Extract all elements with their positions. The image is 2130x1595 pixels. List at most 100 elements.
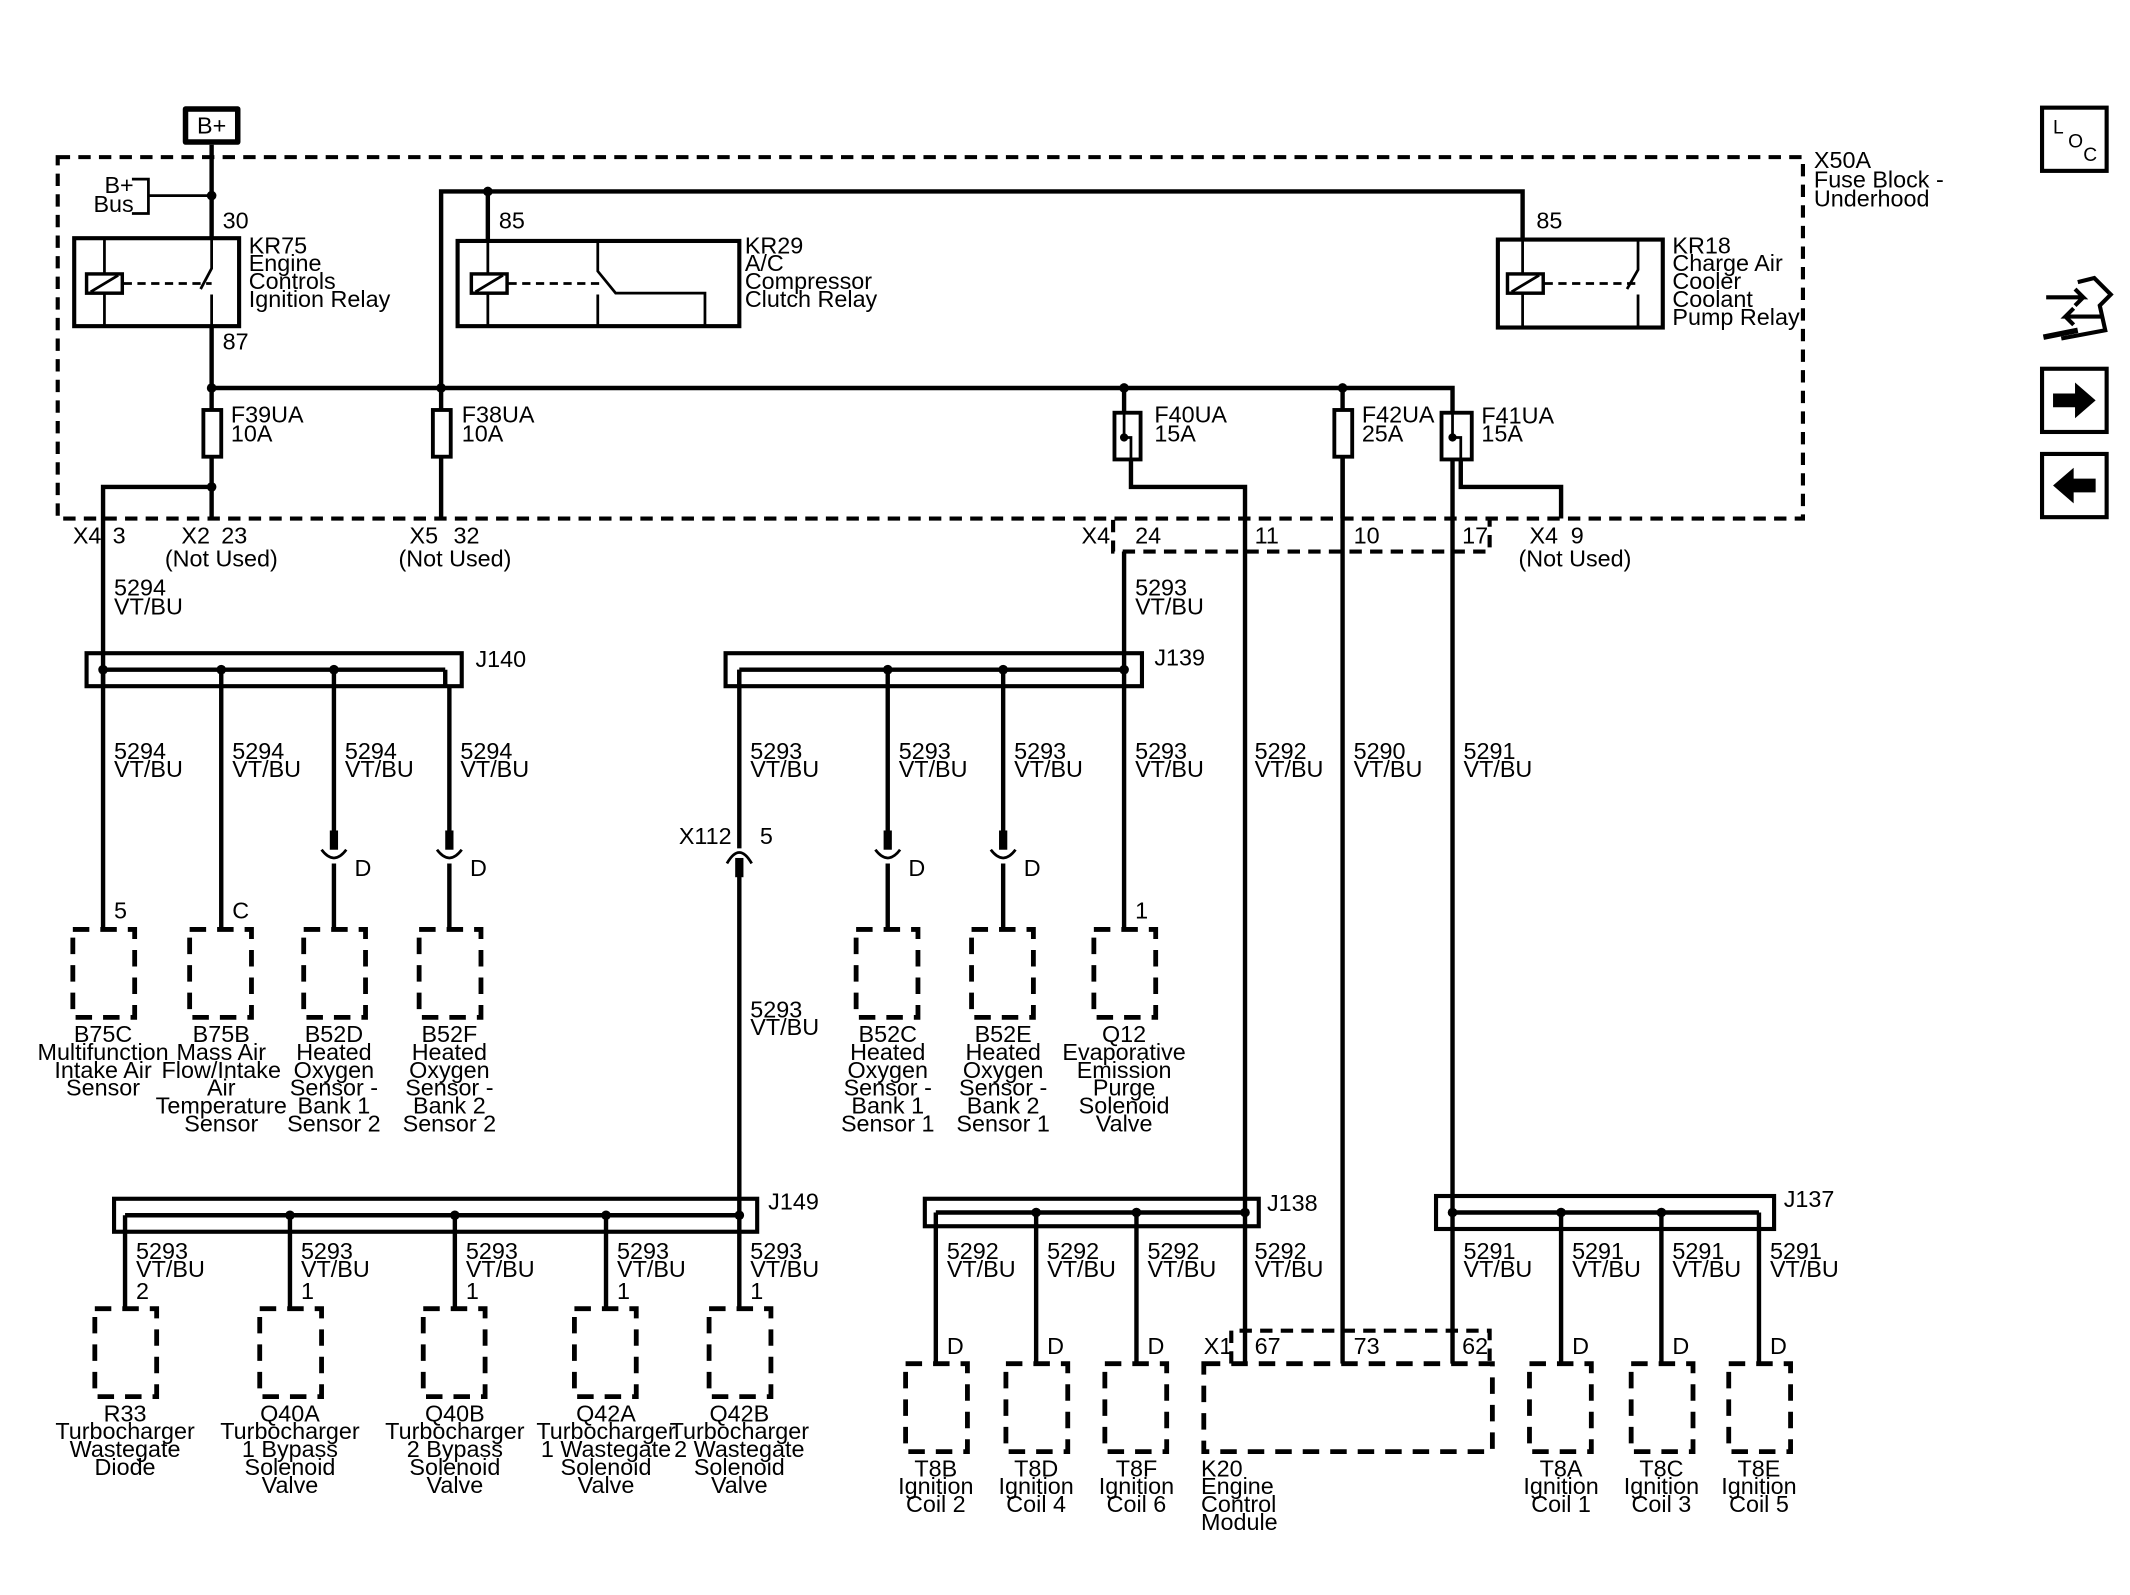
- component-t8f: [1102, 1361, 1170, 1455]
- svg-text:D: D: [1024, 855, 1041, 881]
- svg-text:D: D: [1147, 1333, 1164, 1359]
- svg-text:1 Bypass: 1 Bypass: [242, 1436, 338, 1462]
- svg-text:3: 3: [113, 522, 126, 548]
- svg-text:Bank 1: Bank 1: [851, 1093, 924, 1119]
- svg-text:Turbocharger: Turbocharger: [536, 1418, 676, 1444]
- component-b52e: [969, 927, 1036, 1020]
- svg-text:Controls: Controls: [249, 268, 336, 294]
- svg-text:Q40A: Q40A: [260, 1400, 320, 1426]
- component-t8b: [903, 1361, 970, 1455]
- svg-text:Solenoid: Solenoid: [1079, 1093, 1170, 1119]
- svg-text:24: 24: [1135, 522, 1161, 548]
- svg-text:Coil 6: Coil 6: [1107, 1491, 1167, 1517]
- svg-text:Turbocharger: Turbocharger: [220, 1418, 360, 1444]
- svg-text:5291: 5291: [1770, 1238, 1822, 1264]
- svg-text:Solenoid: Solenoid: [694, 1454, 785, 1480]
- svg-text:Solenoid: Solenoid: [561, 1454, 652, 1480]
- next-page-button[interactable]: [2039, 366, 2109, 435]
- svg-text:Pump Relay: Pump Relay: [1672, 304, 1800, 330]
- svg-text:Flow/Intake: Flow/Intake: [162, 1057, 281, 1083]
- component-q40b: [420, 1306, 488, 1400]
- svg-text:Oxygen: Oxygen: [294, 1057, 375, 1083]
- svg-text:9: 9: [1571, 522, 1584, 548]
- svg-text:Mass Air: Mass Air: [176, 1039, 266, 1065]
- svg-text:X112: X112: [679, 823, 732, 849]
- svg-text:J138: J138: [1267, 1190, 1318, 1216]
- svg-text:Coil 3: Coil 3: [1632, 1491, 1692, 1517]
- svg-text:Sensor -: Sensor -: [290, 1075, 378, 1101]
- svg-text:F39UA: F39UA: [231, 401, 304, 427]
- svg-text:KR75: KR75: [249, 232, 307, 258]
- svg-text:Sensor 2: Sensor 2: [403, 1110, 496, 1136]
- svg-text:D: D: [1572, 1333, 1589, 1359]
- svg-text:D: D: [1770, 1333, 1787, 1359]
- svg-text:Turbocharger: Turbocharger: [670, 1418, 810, 1444]
- svg-text:(Not Used): (Not Used): [1518, 546, 1631, 572]
- svg-text:Valve: Valve: [427, 1472, 484, 1498]
- fused-bus: [211, 385, 1455, 413]
- svg-text:Solenoid: Solenoid: [244, 1454, 335, 1480]
- svg-text:B52E: B52E: [975, 1021, 1032, 1047]
- svg-text:F40UA: F40UA: [1154, 401, 1227, 427]
- svg-text:5294: 5294: [114, 738, 166, 764]
- svg-text:1: 1: [750, 1278, 763, 1304]
- svg-text:10: 10: [1354, 522, 1380, 548]
- svg-text:B75C: B75C: [74, 1021, 132, 1047]
- svg-text:X2: X2: [181, 522, 210, 548]
- svg-text:5293: 5293: [899, 738, 951, 764]
- svg-text:Wastegate: Wastegate: [70, 1436, 181, 1462]
- svg-text:1 Wastegate: 1 Wastegate: [541, 1436, 671, 1462]
- svg-text:Ignition Relay: Ignition Relay: [249, 286, 391, 312]
- svg-text:Ignition: Ignition: [1523, 1473, 1598, 1499]
- svg-text:10A: 10A: [462, 421, 504, 447]
- component-b75b: [187, 927, 254, 1020]
- svg-text:5292: 5292: [1047, 1238, 1099, 1264]
- svg-text:5291: 5291: [1572, 1238, 1624, 1264]
- svg-text:5293: 5293: [1014, 738, 1066, 764]
- svg-text:X4: X4: [1529, 522, 1558, 548]
- previous-page-button[interactable]: [2039, 451, 2109, 520]
- svg-text:Q12: Q12: [1102, 1021, 1146, 1047]
- component-q40a: [257, 1306, 324, 1400]
- svg-text:5292: 5292: [947, 1238, 999, 1264]
- svg-text:J140: J140: [475, 646, 526, 672]
- svg-text:5293: 5293: [750, 996, 802, 1022]
- svg-text:F42UA: F42UA: [1362, 401, 1435, 427]
- svg-text:Air: Air: [207, 1075, 236, 1101]
- svg-text:2 Wastegate: 2 Wastegate: [674, 1436, 804, 1462]
- component-t8e: [1726, 1361, 1793, 1455]
- svg-text:5291: 5291: [1464, 738, 1516, 764]
- svg-text:5292: 5292: [1147, 1238, 1199, 1264]
- svg-text:5293: 5293: [301, 1238, 353, 1264]
- component-r33: [92, 1306, 160, 1400]
- splice-j149: J149: [111, 1189, 819, 1234]
- svg-text:Coil 2: Coil 2: [906, 1491, 966, 1517]
- svg-text:Heated: Heated: [412, 1039, 487, 1065]
- svg-text:D: D: [1047, 1333, 1064, 1359]
- svg-text:Coil 4: Coil 4: [1006, 1491, 1066, 1517]
- svg-text:T8D: T8D: [1014, 1455, 1058, 1481]
- svg-text:5293: 5293: [617, 1238, 669, 1264]
- component-q42a: [572, 1306, 639, 1400]
- svg-text:1: 1: [466, 1278, 479, 1304]
- svg-text:5290: 5290: [1354, 738, 1406, 764]
- arrow-right-icon: [2053, 382, 2096, 419]
- svg-text:X5: X5: [410, 522, 439, 548]
- svg-text:VT/BU: VT/BU: [1354, 756, 1423, 782]
- svg-text:Bank 2: Bank 2: [413, 1093, 486, 1119]
- connector-tool-icon[interactable]: [2042, 275, 2114, 341]
- svg-text:VT/BU: VT/BU: [1135, 594, 1204, 620]
- svg-text:B52D: B52D: [305, 1021, 363, 1047]
- svg-text:VT/BU: VT/BU: [1255, 756, 1324, 782]
- svg-text:J139: J139: [1154, 645, 1205, 671]
- location-button[interactable]: L O C: [2039, 105, 2109, 173]
- svg-text:VT/BU: VT/BU: [1464, 756, 1533, 782]
- component-b52f: [416, 927, 484, 1020]
